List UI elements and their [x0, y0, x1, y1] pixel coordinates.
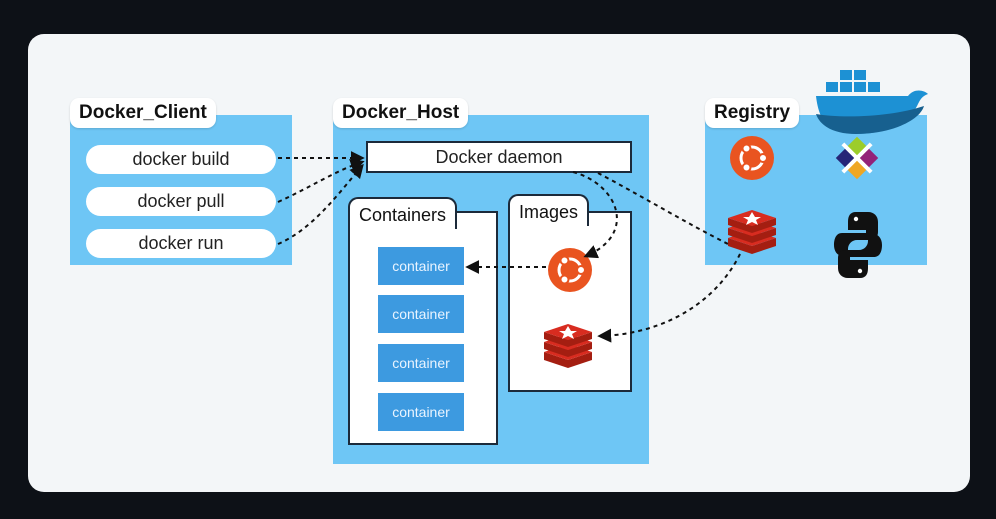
redis-image-icon [544, 324, 592, 368]
command-docker-run: docker run [86, 229, 276, 258]
docker-whale-icon [816, 70, 928, 134]
docker-client-title: Docker_Client [70, 98, 216, 128]
command-docker-pull: docker pull [86, 187, 276, 216]
ubuntu-image-icon [548, 248, 592, 292]
redis-icon [728, 210, 776, 254]
images-box [508, 211, 632, 392]
diagram-overlay [277, 70, 928, 368]
ubuntu-icon [730, 136, 774, 180]
arrow-pull-to-daemon [277, 159, 365, 203]
container-block: container [378, 344, 464, 382]
arrow-registry-to-image [597, 253, 741, 343]
command-docker-build: docker build [86, 145, 276, 174]
docker-host-title: Docker_Host [333, 98, 469, 128]
python-icon [834, 212, 882, 278]
container-block: container [378, 247, 464, 285]
container-block: container [378, 295, 464, 333]
images-title: Images [508, 194, 590, 226]
container-block: container [378, 393, 464, 431]
arrow-daemon-to-image [572, 171, 618, 259]
arrow-daemon-to-registry [597, 172, 729, 245]
diagram-card: Docker_Client docker build docker pull d… [28, 34, 970, 492]
docker-daemon: Docker daemon [366, 141, 632, 173]
centos-icon [835, 136, 879, 180]
registry-title: Registry [705, 98, 800, 128]
arrow-run-to-daemon [277, 163, 364, 245]
containers-title: Containers [348, 197, 458, 229]
